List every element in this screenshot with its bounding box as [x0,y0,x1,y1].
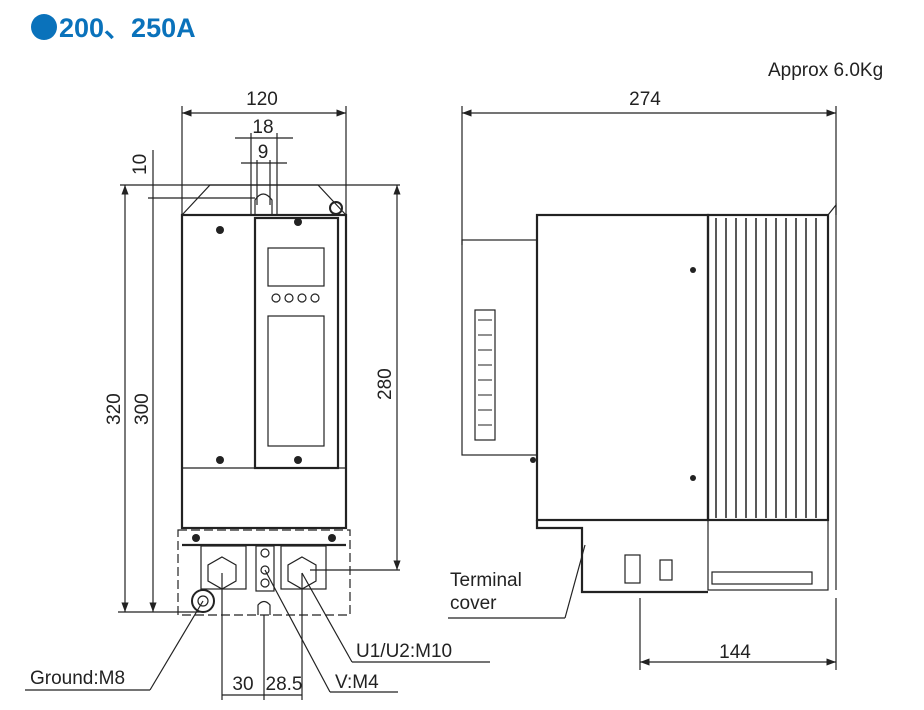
dim-top-offset: 10 [130,154,151,175]
title-bullet-icon [31,14,57,40]
dim-depth: 274 [629,89,661,110]
dim-bottom-depth: 144 [719,642,751,663]
dim-slot-inner: 9 [258,142,269,163]
ground-terminal [191,589,215,613]
ground-label: Ground:M8 [30,668,125,689]
u-terminal-label: U1/U2:M10 [356,641,452,662]
weight-label: Approx 6.0Kg [768,60,883,81]
dim-pitch-left: 30 [232,674,253,695]
terminal-cover-label-2: cover [450,593,497,614]
page-title: 200、250A [59,13,196,43]
terminal-cover-label-1: Terminal [450,570,522,591]
dim-height-mount: 300 [132,393,153,425]
front-view: 120 18 9 10 320 300 280 [25,89,490,700]
dim-slot-outer: 18 [252,117,273,138]
dim-height-terminal: 280 [375,368,396,400]
v-terminal-label: V:M4 [335,672,379,693]
dim-width: 120 [246,89,278,110]
side-view: 274 144 Terminal cover [448,89,837,670]
dim-pitch-right: 28.5 [266,674,303,695]
dim-height-total: 320 [104,393,125,425]
